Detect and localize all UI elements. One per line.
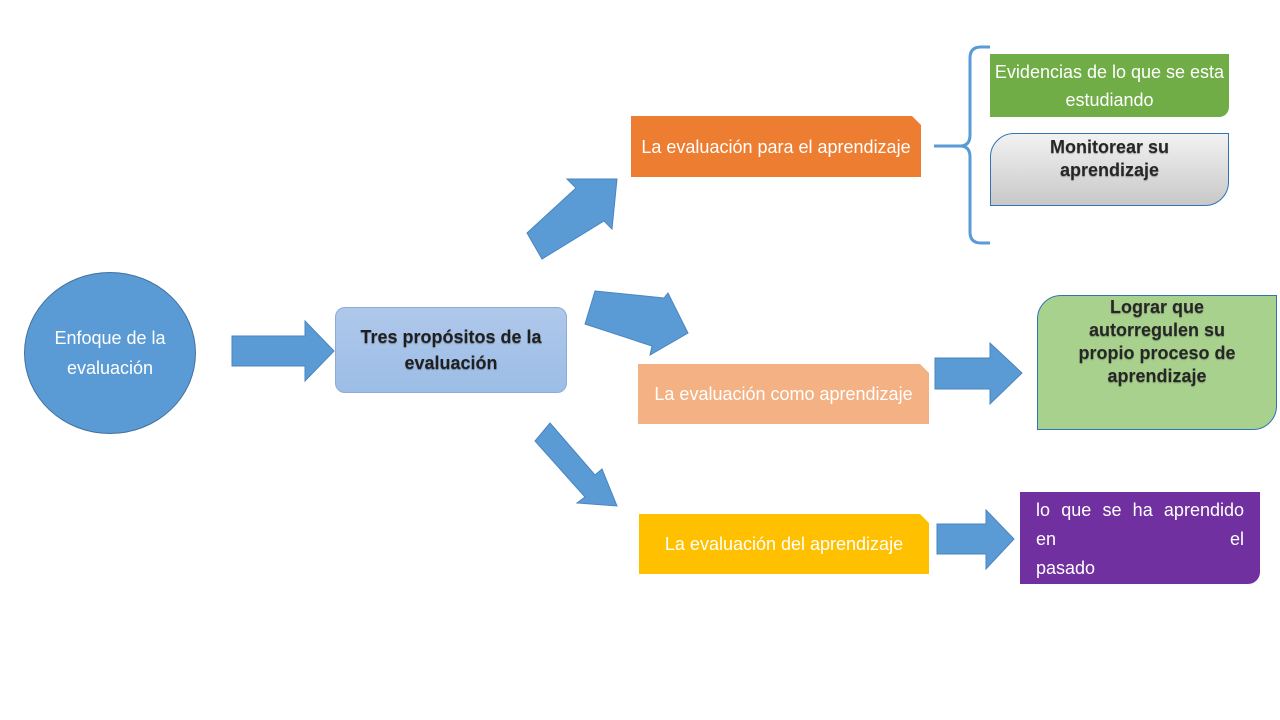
- arrow-como-to-lograr: [934, 341, 1023, 406]
- node-evidencias: Evidencias de lo que se esta estudiando: [990, 54, 1229, 117]
- node-monitorear: Monitorear su aprendizaje: [990, 133, 1229, 206]
- node-lograr-label: Lograr que autorregulen su propio proces…: [1078, 297, 1236, 386]
- node-pasado-line-2: aprendido en el: [1036, 500, 1244, 549]
- node-enfoque-label: Enfoque de la evaluación: [54, 328, 166, 378]
- arrow-main-to-del: [534, 422, 618, 507]
- node-evaluacion-del-label: La evaluación del aprendizaje: [664, 534, 904, 554]
- node-pasado-text: lo que se ha aprendido en el pasado: [1036, 496, 1244, 583]
- node-tres-propositos-label: Tres propósitos de la evaluación: [360, 327, 542, 373]
- node-pasado-line-1: lo que se ha: [1036, 500, 1153, 520]
- node-aprendido-pasado: lo que se ha aprendido en el pasado: [1020, 492, 1260, 584]
- node-enfoque-evaluacion: Enfoque de la evaluación: [24, 272, 196, 434]
- node-monitorear-label: Monitorear su aprendizaje: [1049, 137, 1169, 180]
- arrow-del-to-pasado: [936, 508, 1015, 571]
- node-evaluacion-para-label: La evaluación para el aprendizaje: [641, 136, 911, 157]
- arrow-root-to-main: [231, 319, 335, 383]
- node-evaluacion-del: La evaluación del aprendizaje: [639, 514, 929, 574]
- node-evaluacion-para: La evaluación para el aprendizaje: [631, 116, 921, 177]
- node-evidencias-label: Evidencias de lo que se esta estudiando: [994, 61, 1225, 110]
- node-lograr-autorregulen: Lograr que autorregulen su propio proces…: [1037, 295, 1277, 430]
- arrow-main-to-para: [526, 178, 618, 260]
- node-pasado-line-3: pasado: [1036, 558, 1096, 578]
- arrow-main-to-como: [584, 290, 689, 357]
- node-tres-propositos: Tres propósitos de la evaluación: [335, 307, 567, 393]
- curly-bracket: [959, 45, 990, 245]
- node-evaluacion-como-label: La evaluación como aprendizaje: [654, 384, 913, 404]
- node-evaluacion-como: La evaluación como aprendizaje: [638, 364, 929, 424]
